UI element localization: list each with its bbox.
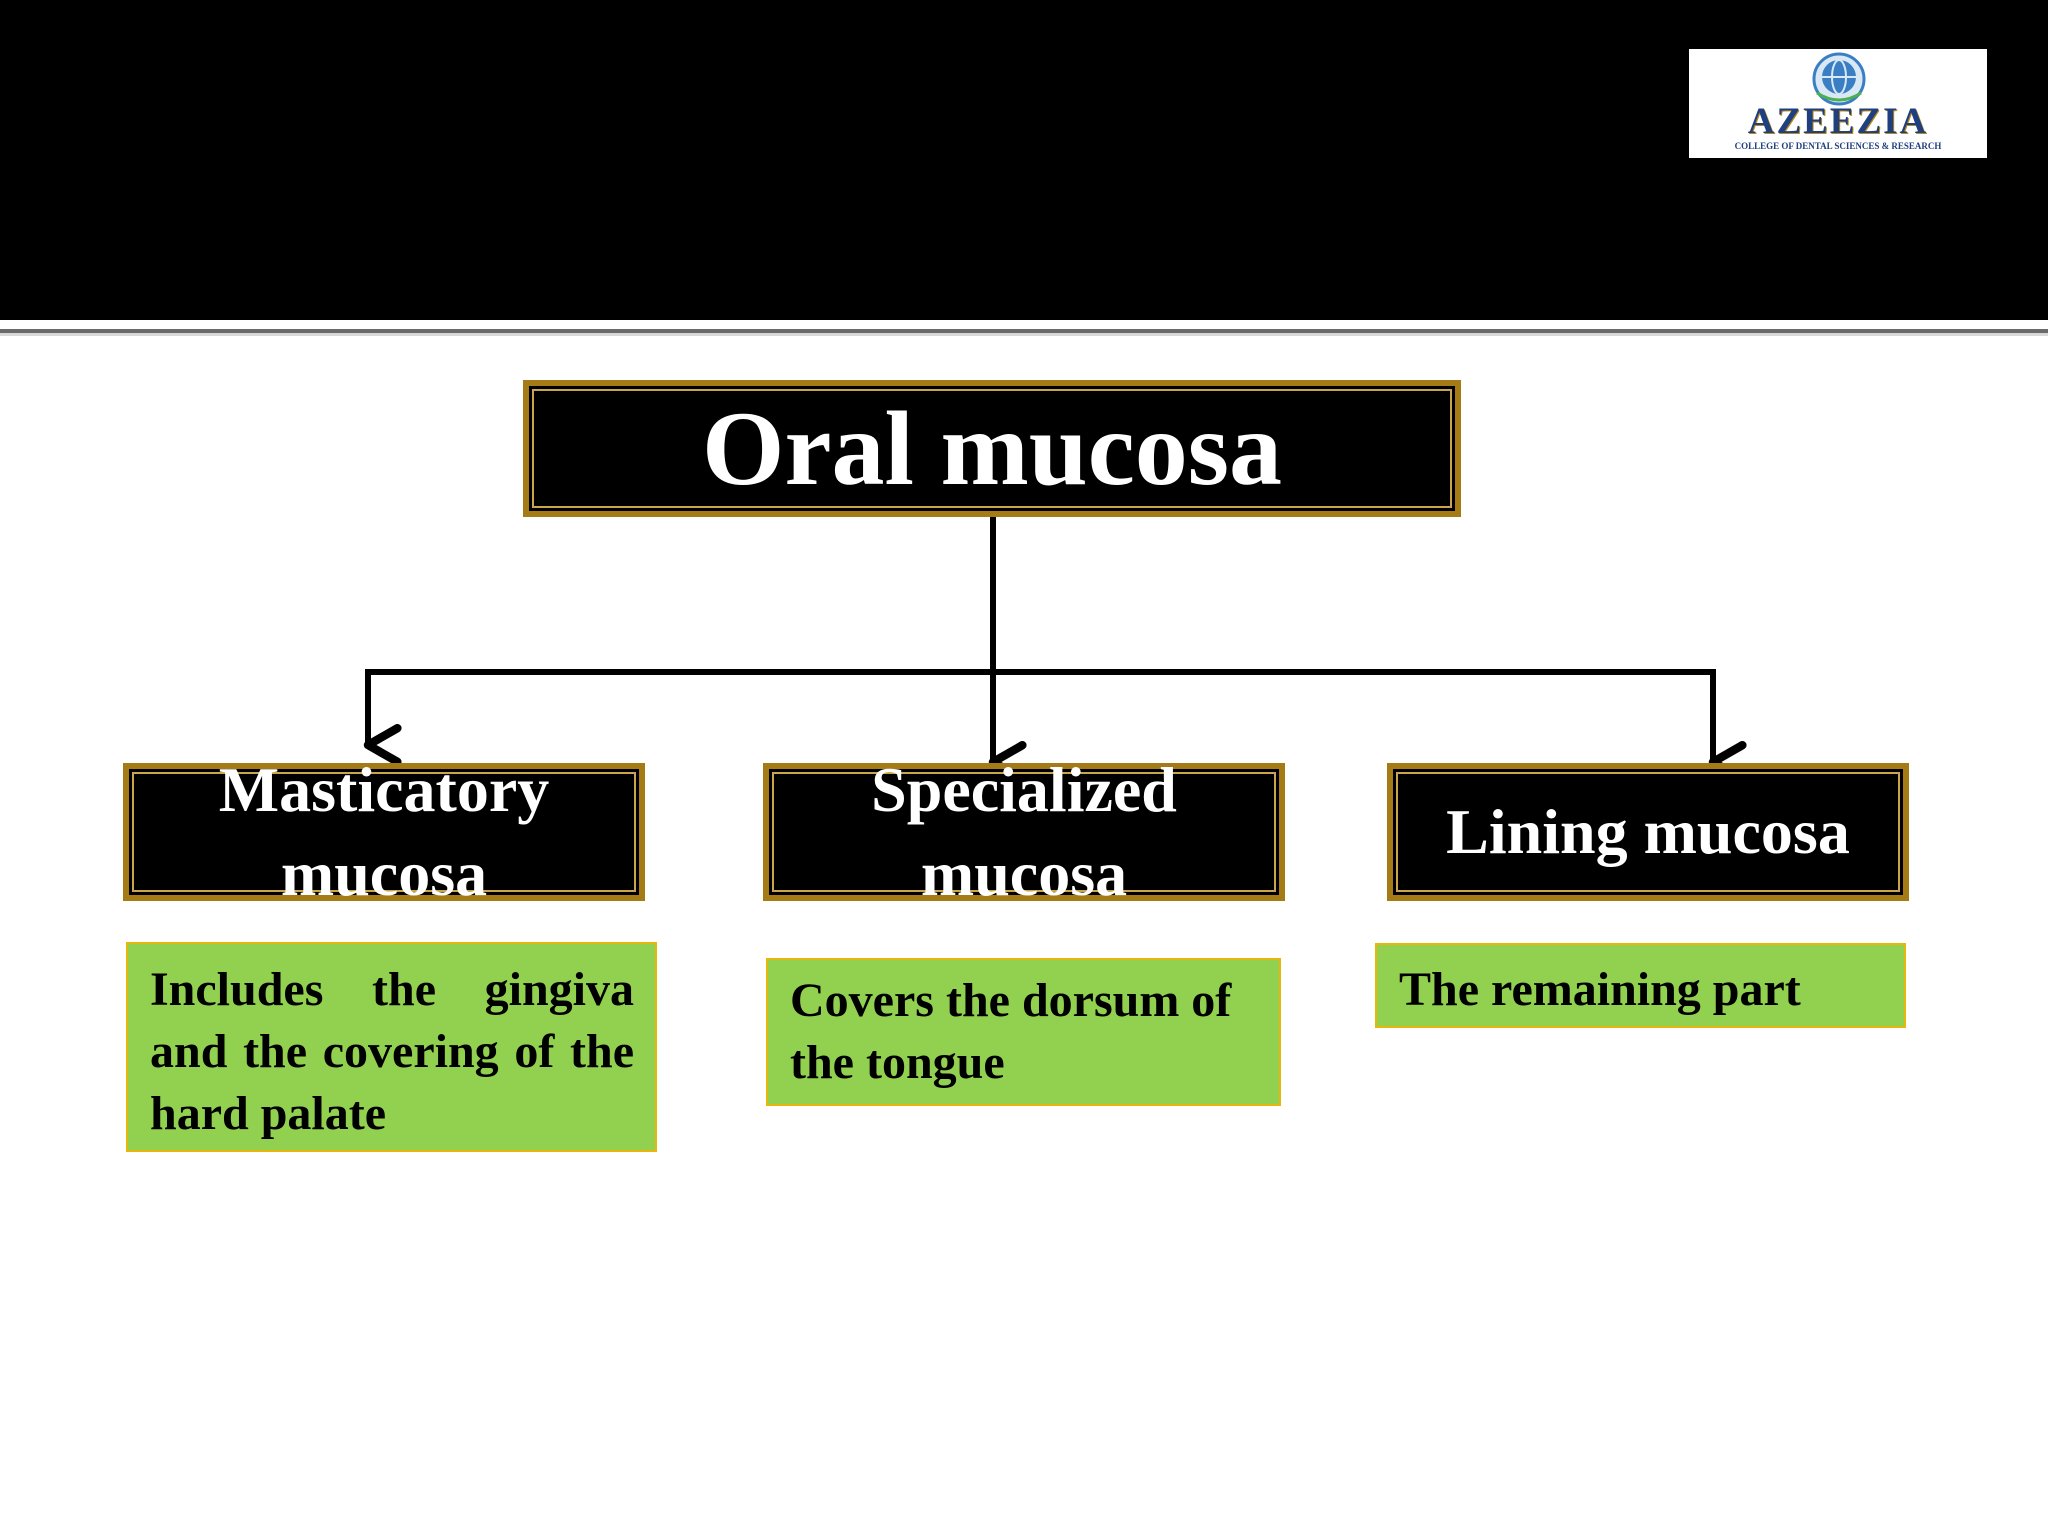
logo-name: AZEEZIA (1747, 101, 1929, 142)
description-specialized: Covers the dorsum of the tongue (766, 958, 1281, 1106)
node-label-masticatory: Masticatory mucosa (218, 754, 550, 909)
node-label-lining: Lining mucosa (1446, 796, 1850, 867)
root-node-oral-mucosa: Oral mucosa (523, 380, 1461, 517)
node-lining-mucosa: Lining mucosa (1387, 763, 1909, 901)
node-masticatory-mucosa: Masticatory mucosa (123, 754, 645, 909)
node-label-specialized: Specialized mucosa (871, 754, 1177, 909)
header-divider-highlight (0, 333, 2048, 336)
logo-subtitle: COLLEGE OF DENTAL SCIENCES & RESEARCH (1734, 141, 1942, 151)
header-divider (0, 320, 2048, 329)
college-logo: AZEEZIA COLLEGE OF DENTAL SCIENCES & RES… (1689, 49, 1987, 158)
globe-emblem-icon (1812, 52, 1866, 106)
description-masticatory: Includes the gingiva and the covering of… (126, 942, 657, 1152)
header-divider-shadow (0, 329, 2048, 333)
node-specialized-mucosa: Specialized mucosa (763, 754, 1285, 909)
description-lining: The remaining part (1375, 943, 1906, 1028)
root-node-label: Oral mucosa (702, 389, 1282, 507)
